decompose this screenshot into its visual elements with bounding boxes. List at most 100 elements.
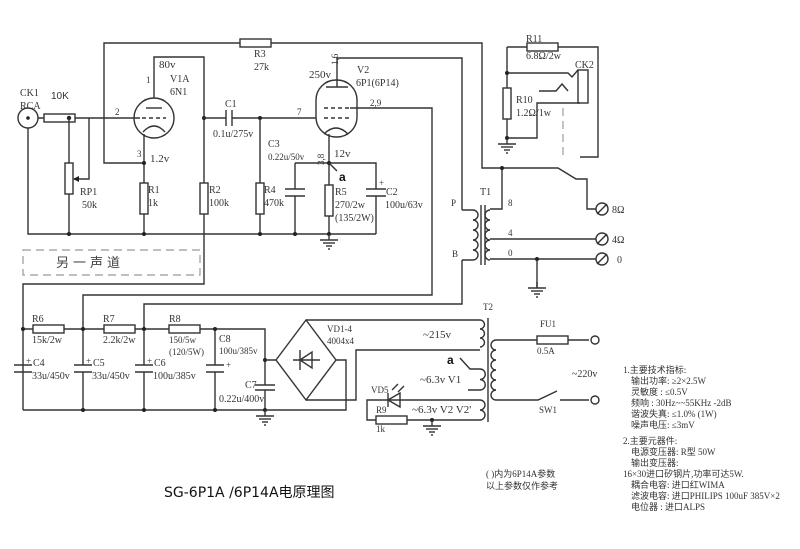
rca-label: RCA xyxy=(20,101,41,112)
c2-value: 100u/63v xyxy=(385,200,423,211)
r9-resistor xyxy=(375,415,408,425)
c2-polarity-mark: + xyxy=(379,178,384,188)
mains-label: ~220v xyxy=(572,369,597,380)
c4-label: C4 xyxy=(33,358,45,369)
vd5-label: VD5 xyxy=(371,385,389,395)
vd1-4-label: VD1-4 xyxy=(327,324,352,334)
ground-icon xyxy=(255,409,275,426)
filament2-label: ~6.3v V2 V2' xyxy=(412,404,471,416)
transformer-coil xyxy=(484,209,491,261)
c7-label: C7 xyxy=(245,380,257,391)
c7-value: 0.22u/400v xyxy=(219,394,264,405)
filament1-label: ~6.3v V1 xyxy=(420,374,461,386)
c5-polarity-mark: + xyxy=(86,356,91,366)
c4-value: 33u/450v xyxy=(32,371,70,382)
r3-label: R3 xyxy=(254,49,266,60)
note-line: ( )内为6P14A参数 xyxy=(486,468,555,479)
v2-anode-voltage: 250v xyxy=(309,69,332,81)
pin-label: 7 xyxy=(297,107,302,117)
pin-label: 2,9 xyxy=(370,98,382,108)
c1-value: 0.1u/275v xyxy=(213,129,253,140)
node-a-label: a xyxy=(339,170,346,184)
ground-icon xyxy=(497,137,517,154)
transformer-coil xyxy=(479,368,486,391)
ground-icon xyxy=(422,419,442,436)
r8-value: 150/5w xyxy=(169,335,197,345)
c4-polarity-mark: + xyxy=(26,356,31,366)
r5-value: 270/2w xyxy=(335,200,366,211)
v1-type: 6N1 xyxy=(170,87,187,98)
r5-resistor xyxy=(324,184,334,217)
c8-label: C8 xyxy=(219,334,231,345)
specs-heading: 1.主要技术指标: xyxy=(623,364,686,375)
r10-resistor xyxy=(502,87,512,120)
vd5-led xyxy=(386,383,405,409)
r4-label: R4 xyxy=(264,185,276,196)
spec-line: 电位器 : 进口ALPS xyxy=(631,501,705,512)
r3-resistor xyxy=(239,38,272,48)
other-channel-box xyxy=(22,249,201,276)
hv-winding-label: ~215v xyxy=(423,329,451,341)
rp1-value: 50k xyxy=(82,200,97,211)
r7-value: 2.2k/2w xyxy=(103,335,136,346)
t2-label: T2 xyxy=(483,302,493,312)
mains-terminal[interactable] xyxy=(590,335,600,345)
spec-line: 谐波失真: ≤1.0% (1W) xyxy=(631,408,717,419)
transformer-coil xyxy=(479,399,486,421)
r10-value: 1.2Ω/1w xyxy=(516,108,552,119)
r9-label: R9 xyxy=(376,405,387,415)
fu1-fuse xyxy=(536,335,569,345)
v2-name: V2 xyxy=(357,65,369,76)
r9-value: 1k xyxy=(376,424,386,434)
transformer-coil xyxy=(479,319,486,348)
r2-label: R2 xyxy=(209,185,221,196)
v1-anode-voltage: 80v xyxy=(159,59,176,71)
spec-line: 16×30进口矽钢片,功率可达5W. xyxy=(623,468,744,479)
tap-label: 8 xyxy=(508,198,513,208)
r1-label: R1 xyxy=(148,185,160,196)
r6-value: 15k/2w xyxy=(32,335,63,346)
r3-value: 27k xyxy=(254,62,269,73)
output-terminal-0[interactable] xyxy=(595,252,609,266)
r6-label: R6 xyxy=(32,314,44,325)
spec-line: 输出功率: ≥2×2.5W xyxy=(631,375,707,386)
r8-alt-value: (120/5W) xyxy=(169,347,204,357)
r11-label: R11 xyxy=(526,34,542,45)
pin-label: 1 xyxy=(146,75,151,85)
ground-icon xyxy=(527,281,547,298)
r2-value: 100k xyxy=(209,198,229,209)
ground-icon xyxy=(319,233,339,250)
r8-resistor xyxy=(168,324,201,334)
c1-label: C1 xyxy=(225,99,237,110)
pin-label: 3 xyxy=(137,149,142,159)
output-4ohm-label: 4Ω xyxy=(612,235,624,246)
r11-value: 6.8Ω/2w xyxy=(526,51,562,62)
r1-resistor xyxy=(139,182,149,215)
node-a-label: a xyxy=(447,353,454,367)
r8-label: R8 xyxy=(169,314,181,325)
tap-label: 4 xyxy=(508,228,513,238)
pin-label: 2 xyxy=(115,107,120,117)
ck2-jack xyxy=(577,69,589,104)
r5-label: R5 xyxy=(335,187,347,198)
pin-label: 1,6 xyxy=(330,53,340,65)
transformer-coil xyxy=(490,339,497,401)
output-terminal-8ohm[interactable] xyxy=(595,202,609,216)
v2-cathode-voltage: 12v xyxy=(334,148,351,160)
sw1-label: SW1 xyxy=(539,405,557,415)
output-terminal-4ohm[interactable] xyxy=(595,232,609,246)
pin-label: 3,8 xyxy=(316,153,326,165)
diagram-title: SG-6P1A /6P14A电原理图 xyxy=(164,485,335,501)
c6-label: C6 xyxy=(154,358,166,369)
transformer-coil xyxy=(472,209,479,261)
r7-resistor xyxy=(103,324,136,334)
mains-terminal[interactable] xyxy=(590,395,600,405)
spec-line: 输出变压器: xyxy=(631,457,679,468)
v2-type: 6P1(6P14) xyxy=(356,78,399,89)
c5-label: C5 xyxy=(93,358,105,369)
c6-value: 100u/385v xyxy=(153,371,196,382)
note-line: 以上参数仅作参考 xyxy=(486,480,558,491)
vd1-4-value: 4004x4 xyxy=(327,336,355,346)
r5-alt-value: (135/2W) xyxy=(335,213,374,224)
